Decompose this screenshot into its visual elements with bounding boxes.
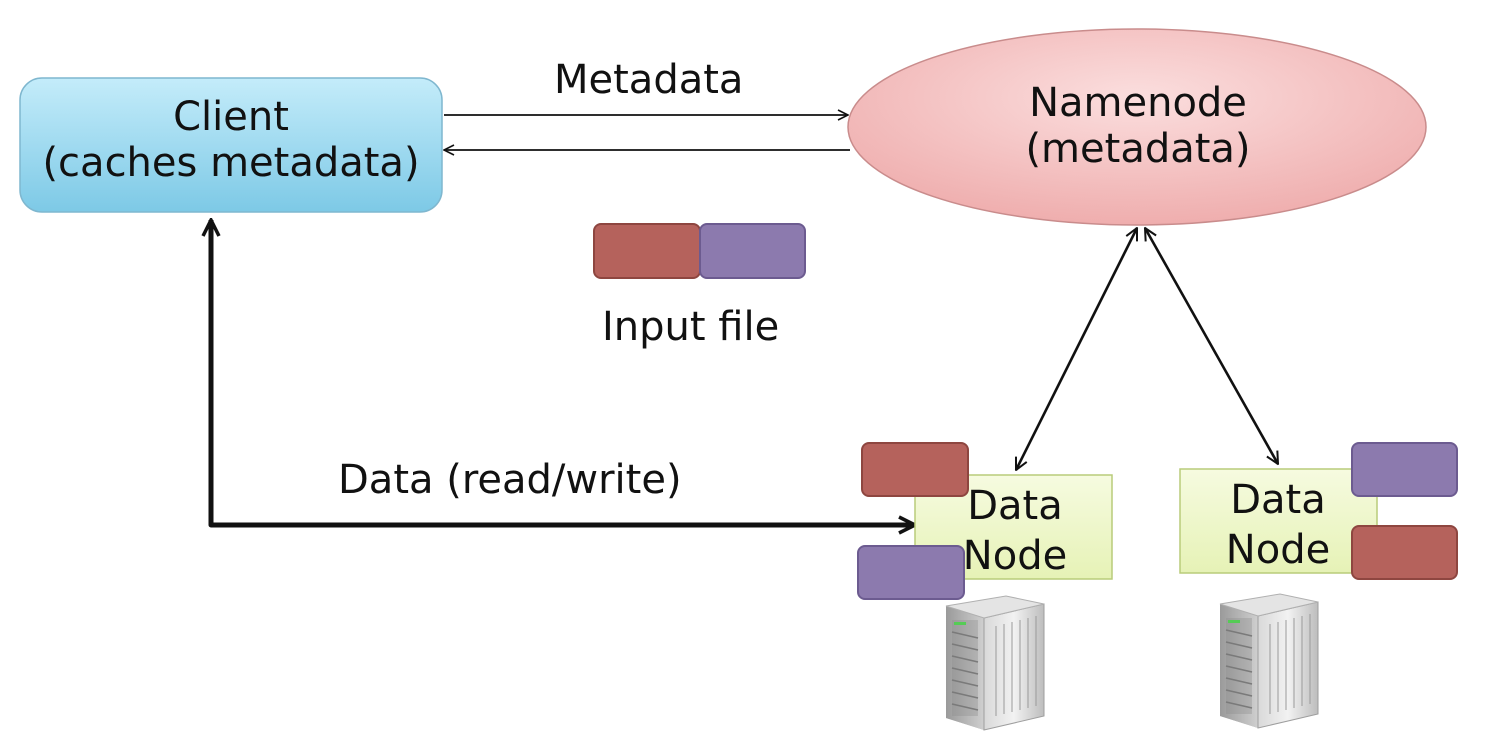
namenode-label-line2: (metadata) — [1025, 126, 1251, 172]
datanode-2-label: Data Node — [1208, 475, 1348, 575]
data-read-write-arrow — [211, 220, 915, 525]
datanode-1-label-line2: Node — [962, 533, 1068, 579]
client-node — [19, 77, 443, 213]
datanode-2-block-red — [1351, 525, 1458, 580]
input-file-label: Input file — [602, 304, 780, 350]
server-icon — [945, 595, 1045, 731]
datanode-1-block-purple — [857, 545, 965, 600]
datanode-2-block-purple — [1351, 442, 1458, 497]
namenode-label-line1: Namenode — [1029, 80, 1247, 126]
namenode-datanode1-arrow — [1014, 228, 1139, 470]
datanode-1-block-red — [861, 442, 969, 497]
input-file-block-red — [593, 223, 701, 279]
server-icon — [1219, 593, 1319, 729]
data-read-write-label: Data (read/write) — [338, 457, 682, 503]
datanode-1-label-line1: Data — [967, 483, 1063, 529]
namenode-datanode2-arrow — [1143, 228, 1280, 464]
datanode-2 — [1179, 468, 1378, 574]
namenode-node — [847, 28, 1427, 226]
datanode-1-label: Data Node — [945, 481, 1085, 581]
input-file-block-purple — [699, 223, 806, 279]
datanode-2-label-line2: Node — [1225, 527, 1331, 573]
metadata-label: Metadata — [554, 57, 744, 103]
client-label: Client (caches metadata) — [20, 94, 442, 186]
datanode-2-label-line1: Data — [1230, 477, 1326, 523]
namenode-label: Namenode (metadata) — [848, 80, 1428, 172]
client-label-line1: Client — [173, 94, 289, 140]
client-label-line2: (caches metadata) — [42, 140, 420, 186]
